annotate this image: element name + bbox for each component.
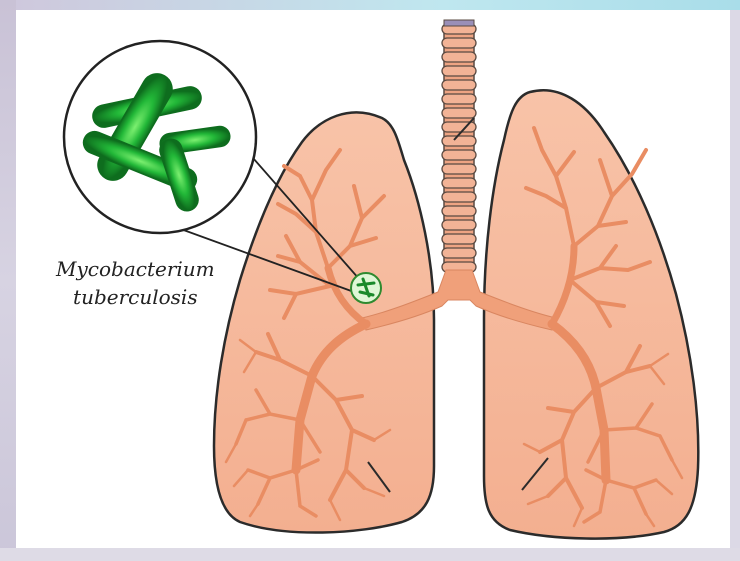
magnifier-circle-icon	[64, 41, 256, 233]
trachea	[442, 20, 476, 274]
infection-spot-icon	[351, 273, 381, 303]
pathogen-label: Mycobacterium tuberculosis	[56, 255, 215, 311]
pathogen-label-line2: tuberculosis	[56, 283, 215, 311]
pathogen-label-line1: Mycobacterium	[56, 255, 215, 283]
